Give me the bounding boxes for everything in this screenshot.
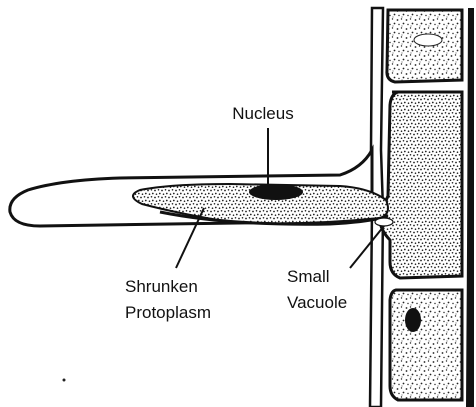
- nucleus: [249, 184, 303, 200]
- shrunken-protoplasm-label-line1: Shrunken: [125, 277, 198, 296]
- speck: [63, 379, 66, 382]
- small-vacuole: [375, 218, 393, 226]
- root-hair-base-cell: [380, 92, 462, 278]
- nucleus-label: Nucleus: [232, 104, 293, 123]
- small-vacuole-label-line1: Small: [287, 267, 330, 286]
- shrunken-protoplasm-label-line2: Protoplasm: [125, 303, 211, 322]
- upper-cell-blob: [414, 34, 442, 46]
- lower-cell-nucleus: [405, 308, 421, 332]
- inner-cell-wall: [466, 8, 474, 407]
- small-vacuole-label-line2: Vacuole: [287, 293, 347, 312]
- lower-cell: [390, 290, 462, 400]
